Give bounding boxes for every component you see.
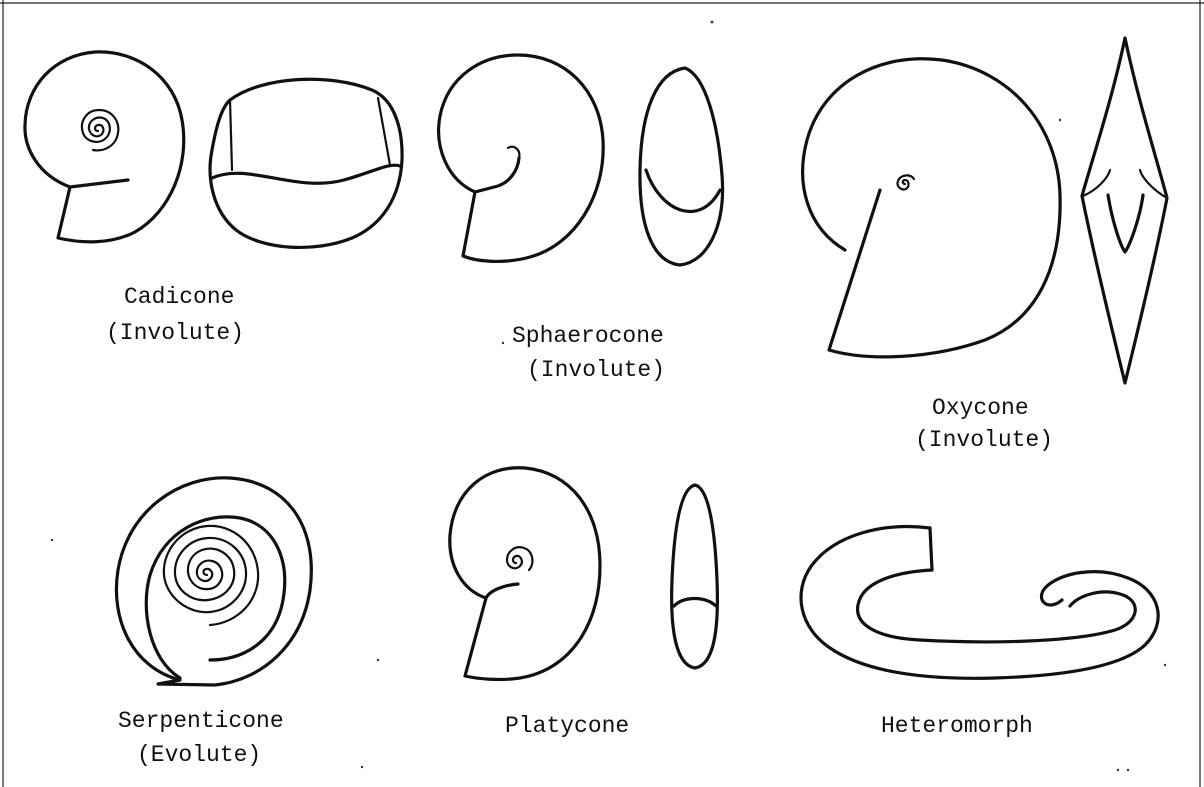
platycone-side-outline [450,468,600,680]
cadicone-coiling-label: (Involute) [106,320,244,346]
scan-speck [51,539,53,541]
cadicone-flank-left [230,100,232,170]
oxycone-umbilical-spiral [898,175,914,189]
scan-speck [1127,769,1129,771]
platycone-inner-whorl [674,599,716,607]
serpenticone-side-outline [116,478,311,685]
cadicone-side-view [25,52,184,242]
oxycone-front-outline [1082,38,1167,383]
cadicone-aperture-line [70,180,128,187]
sphaerocone-front-outline [640,68,723,265]
sphaerocone-coiling-label: (Involute) [527,357,665,383]
platycone-front-view [672,485,718,668]
oxycone-side-view [803,59,1060,357]
sphaerocone-front-view [640,68,723,265]
oxycone-inner-whorl [1108,195,1143,252]
scan-speck [361,766,363,768]
platycone-side-view [450,468,600,680]
cadicone-side-outline [25,52,184,242]
sphaerocone-umbilical-hook [508,147,519,158]
cadicone-venter-line [212,165,400,183]
sphaerocone-name-label: Sphaerocone [512,323,664,349]
scan-speck [1164,664,1166,666]
serpenticone-coil-spiral [164,526,258,625]
heteromorph-outer-outline [801,527,1158,679]
scan-speck [1117,769,1119,771]
platycone-aperture-line [486,584,518,598]
oxycone-coiling-label: (Involute) [915,427,1053,453]
scan-speck [502,342,504,344]
sphaerocone-side-view [439,55,604,261]
platycone-umbilical-spiral [507,547,532,570]
serpenticone-name-label: Serpenticone [118,708,284,734]
scan-speck [1059,119,1061,121]
cadicone-umbilical-spiral [82,110,118,150]
oxycone-side-outline [803,59,1060,357]
sphaerocone-side-outline [439,55,604,261]
scan-speck [711,21,714,24]
oxycone-name-label: Oxycone [932,395,1029,421]
heteromorph-shell [801,527,1158,679]
cadicone-front-outline [210,79,402,247]
cadicone-flank-right [378,98,390,165]
serpenticone-coiling-label: (Evolute) [137,742,261,768]
cadicone-name-label: Cadicone [124,284,234,310]
sphaerocone-inner-whorl [646,170,720,211]
cadicone-front-view [210,79,402,247]
scan-speck [377,659,379,661]
platycone-name-label: Platycone [505,713,629,739]
heteromorph-aperture-line [930,528,932,570]
oxycone-keel-line [1083,170,1167,198]
sphaerocone-aperture-line [475,158,519,192]
heteromorph-inner-outline [858,570,1136,642]
oxycone-front-view [1082,38,1167,383]
serpenticone-side-view [116,478,311,685]
heteromorph-name-label: Heteromorph [881,713,1033,739]
platycone-front-outline [672,485,718,668]
